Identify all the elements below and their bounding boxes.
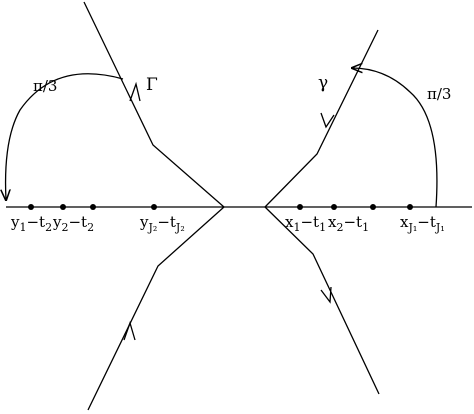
- left-angle-arc: [6, 73, 124, 200]
- point-dot: [151, 204, 157, 210]
- contour-gamma-small-lower: [264, 206, 380, 395]
- contour-gamma-lower: [87, 206, 225, 411]
- point-dot: [90, 204, 96, 210]
- contour-gamma-small-upper-arrow: [320, 112, 335, 129]
- right-angle-arc: [352, 68, 438, 208]
- left-angle-label: π/3: [33, 77, 57, 95]
- point-label-x1-t1: x1−t1: [285, 213, 326, 234]
- contour-gamma-upper-arrow: [129, 81, 141, 102]
- point-dot: [297, 204, 303, 210]
- contour-gamma-upper: [83, 1, 225, 208]
- point-label-xJ1-tJ1: xJ₁−tJ₁: [400, 213, 445, 234]
- contour-gamma-small-label: γ: [318, 73, 328, 93]
- contour-gamma-small-upper: [264, 29, 379, 208]
- point-label-x2-t1: x2−t1: [328, 213, 369, 234]
- point-label-y1-t2: y1−t2: [10, 213, 52, 234]
- point-dot: [60, 204, 66, 210]
- contour-gamma-label: Γ: [146, 75, 158, 95]
- right-angle-label: π/3: [427, 85, 451, 103]
- point-label-y2-t2: y2−t2: [52, 213, 94, 234]
- point-dot: [370, 204, 376, 210]
- point-dot: [331, 204, 337, 210]
- point-dot: [407, 204, 413, 210]
- point-dot: [28, 204, 34, 210]
- contour-gamma-lower-arrow: [123, 320, 136, 341]
- point-label-yJ2-tJ2: yJ₂−tJ₂: [139, 213, 185, 234]
- contour-gamma-small-lower-arrow: [320, 286, 332, 304]
